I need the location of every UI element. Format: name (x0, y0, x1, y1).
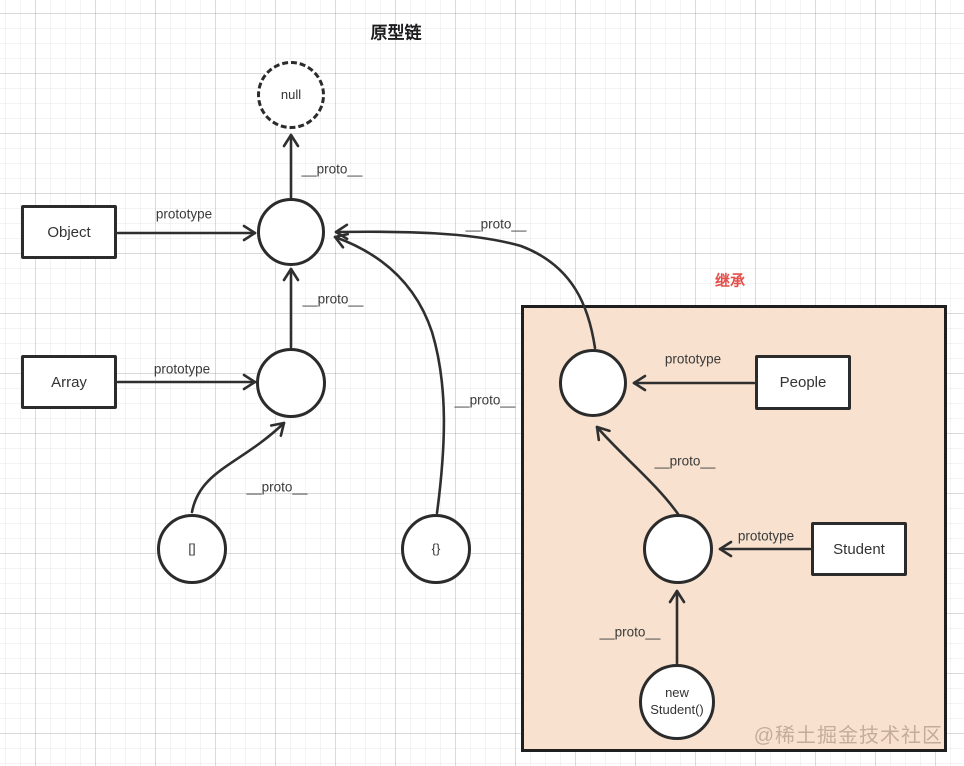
empty-object-node: {} (401, 514, 471, 584)
edge-label-emptyobject-to-objproto: __proto__ (454, 392, 516, 408)
new-student-instance-node: new Student() (639, 664, 715, 740)
array-constructor-box: Array (21, 355, 117, 409)
inheritance-label: 继承 (714, 272, 746, 290)
student-prototype-node (643, 514, 713, 584)
edge-label-student-prototype: prototype (737, 528, 795, 544)
edge-label-arrproto-to-objproto: __proto__ (302, 291, 364, 307)
array-constructor-label: Array (51, 373, 87, 391)
people-prototype-node (559, 349, 627, 417)
null-node: null (257, 61, 325, 129)
edge-peopleproto-to-objproto (334, 223, 597, 350)
empty-array-label: [] (188, 540, 196, 556)
edge-label-newstudent-to-studentproto: __proto__ (599, 624, 661, 640)
null-label: null (280, 86, 302, 102)
people-constructor-box: People (755, 355, 851, 410)
edge-emptyarray-to-arrproto (190, 421, 286, 514)
edge-studentproto-to-peopleproto (595, 425, 680, 516)
edge-label-peopleproto-to-objproto: __proto__ (465, 216, 527, 232)
empty-object-label: {} (431, 540, 441, 556)
new-student-instance-label: new Student() (650, 685, 704, 717)
edge-label-array-prototype: prototype (153, 361, 211, 377)
edge-label-objproto-to-null: __proto__ (301, 161, 363, 177)
edge-label-object-prototype: prototype (155, 206, 213, 222)
watermark: @稀土掘金技术社区 (753, 725, 943, 747)
object-constructor-box: Object (21, 205, 117, 259)
student-constructor-label: Student (833, 540, 885, 558)
empty-array-node: [] (157, 514, 227, 584)
edge-label-people-prototype: prototype (664, 351, 722, 367)
object-prototype-node (257, 198, 325, 266)
object-constructor-label: Object (47, 223, 91, 241)
diagram-title: 原型链 (370, 23, 422, 43)
student-constructor-box: Student (811, 522, 907, 576)
edge-label-studentproto-to-peopleproto: __proto__ (654, 453, 716, 469)
array-prototype-node (256, 348, 326, 418)
edge-emptyobject-to-objproto (333, 232, 446, 515)
people-constructor-label: People (779, 374, 827, 391)
edge-label-emptyarray-to-arrproto: __proto__ (246, 479, 308, 495)
